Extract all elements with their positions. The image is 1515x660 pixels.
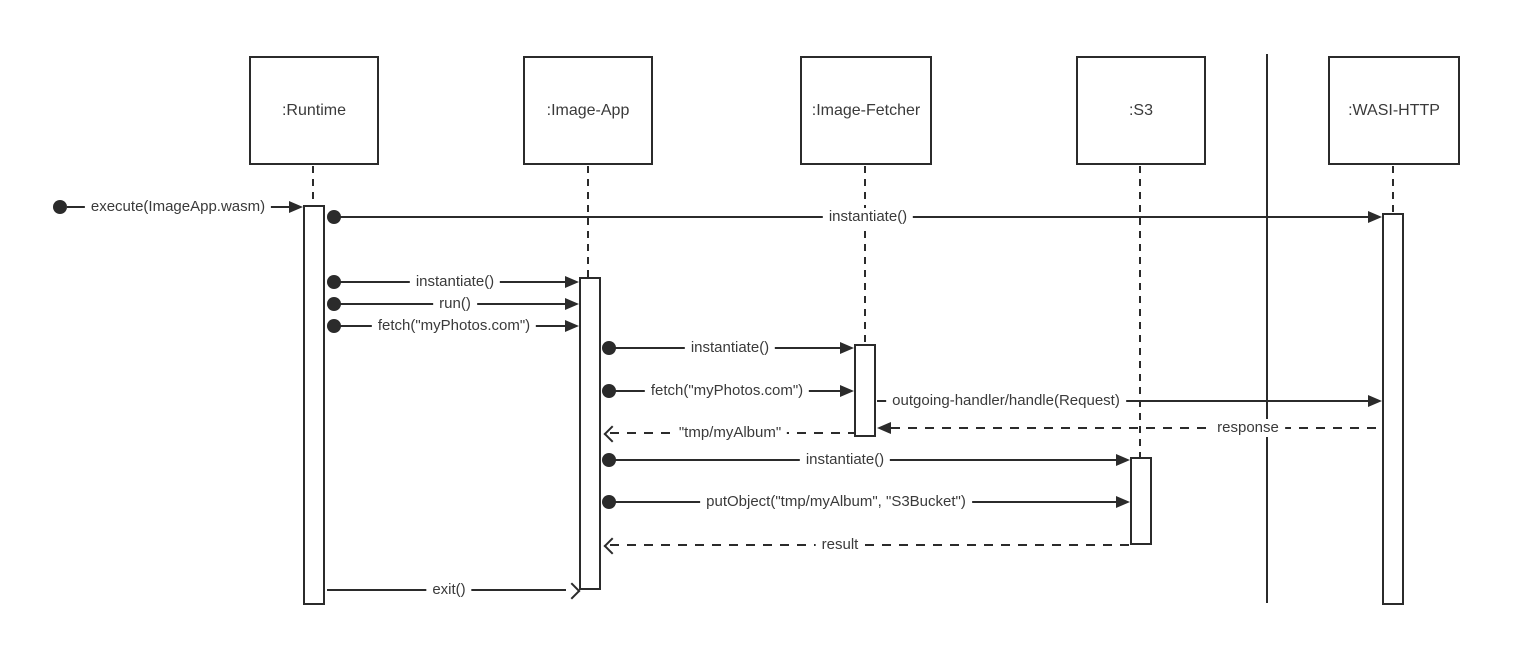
message-label: instantiate() [684, 339, 776, 357]
arrowhead-icon [1368, 395, 1382, 407]
participant-label: :Runtime [281, 101, 347, 119]
participant-label: :Image-Fetcher [811, 101, 921, 119]
lifeline-image-app [587, 166, 589, 277]
message-label: run() [433, 295, 477, 313]
arrowhead-icon [565, 276, 579, 288]
participant-runtime: :Runtime [249, 56, 379, 165]
message-label: putObject("tmp/myAlbum", "S3Bucket") [700, 493, 972, 511]
message-label: instantiate() [409, 273, 501, 291]
message-line [891, 427, 1382, 429]
message-start-dot [327, 275, 341, 289]
participant-label: :S3 [1128, 101, 1153, 119]
message-line [610, 544, 1130, 546]
message-label: exit() [426, 581, 472, 599]
message-label: outgoing-handler/handle(Request) [886, 392, 1126, 410]
lifeline-s3 [1139, 166, 1141, 457]
arrowhead-icon [840, 342, 854, 354]
participant-label: :WASI-HTTP [1348, 101, 1440, 119]
participant-wasi-http: :WASI-HTTP [1328, 56, 1460, 165]
message-start-dot [327, 297, 341, 311]
activation-s3 [1130, 457, 1152, 545]
arrowhead-icon [565, 320, 579, 332]
arrowhead-icon [877, 422, 891, 434]
message-label: "tmp/myAlbum" [672, 424, 788, 442]
message-label: instantiate() [799, 451, 891, 469]
message-label: response [1211, 419, 1285, 437]
lifeline-runtime [312, 166, 314, 205]
message-start-dot [602, 341, 616, 355]
message-label: fetch("myPhotos.com") [371, 317, 537, 335]
participant-s3: :S3 [1076, 56, 1206, 165]
arrowhead-icon [1368, 211, 1382, 223]
arrowhead-icon [603, 425, 621, 443]
arrowhead-icon [289, 201, 303, 213]
message-start-dot [602, 495, 616, 509]
message-start-dot [327, 319, 341, 333]
activation-runtime [303, 205, 325, 605]
activation-image-app [579, 277, 601, 590]
message-start-dot [602, 453, 616, 467]
arrowhead-icon [1116, 496, 1130, 508]
boundary-line [1266, 54, 1268, 603]
arrowhead-icon [603, 537, 621, 555]
lifeline-wasi-http [1392, 166, 1394, 213]
message-label: result [815, 536, 865, 554]
activation-wasi-http [1382, 213, 1404, 605]
message-start-dot [53, 200, 67, 214]
message-label: instantiate() [822, 208, 914, 226]
participant-image-fetcher: :Image-Fetcher [800, 56, 932, 165]
message-label: fetch("myPhotos.com") [644, 382, 810, 400]
arrowhead-icon [840, 385, 854, 397]
activation-image-fetcher [854, 344, 876, 437]
lifeline-image-fetcher [864, 166, 866, 344]
arrowhead-icon [1116, 454, 1130, 466]
message-label: execute(ImageApp.wasm) [84, 198, 272, 216]
message-start-dot [602, 384, 616, 398]
participant-label: :Image-App [546, 101, 630, 119]
arrowhead-icon [563, 582, 581, 600]
message-start-dot [327, 210, 341, 224]
arrowhead-icon [565, 298, 579, 310]
participant-image-app: :Image-App [523, 56, 653, 165]
